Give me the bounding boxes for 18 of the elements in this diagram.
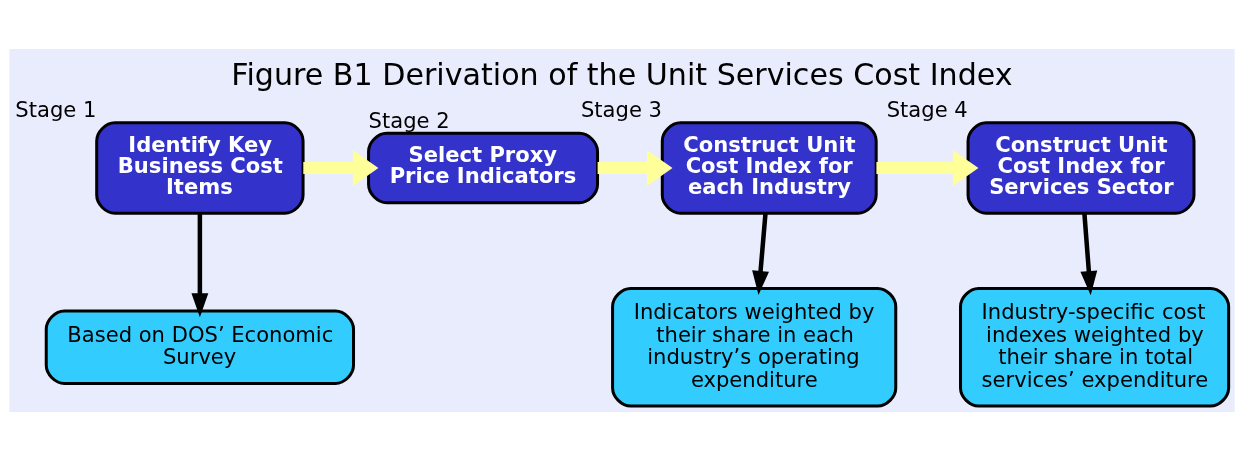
node-box: Industry-specific cost indexes weighted by their share in total services’ expenditure <box>959 287 1231 408</box>
node-label: Stage 4 <box>886 97 968 123</box>
arrow <box>1080 213 1098 296</box>
arrow <box>597 150 673 186</box>
node-label: Stage 3 <box>580 97 662 123</box>
arrow <box>191 213 209 318</box>
node-box: Construct Unit Cost Index for Services Sector <box>966 121 1196 215</box>
arrow <box>303 150 379 186</box>
node-label: Stage 2 <box>368 107 450 133</box>
arrow <box>752 213 769 296</box>
node-box: Construct Unit Cost Index for each Industry <box>660 121 878 215</box>
diagram-title: Figure B1 Derivation of the Unit Services Cost Index <box>231 57 1013 93</box>
node-box: Indicators weighted by their share in each industry’s operating expenditure <box>611 287 898 408</box>
node-box: Based on DOS’ Economic Survey <box>44 309 356 385</box>
node-box: Identify Key Business Cost Items <box>95 121 305 215</box>
arrow <box>876 150 979 186</box>
node-box: Select Proxy Price Indicators <box>367 131 600 205</box>
node-label: Stage 1 <box>15 97 97 123</box>
